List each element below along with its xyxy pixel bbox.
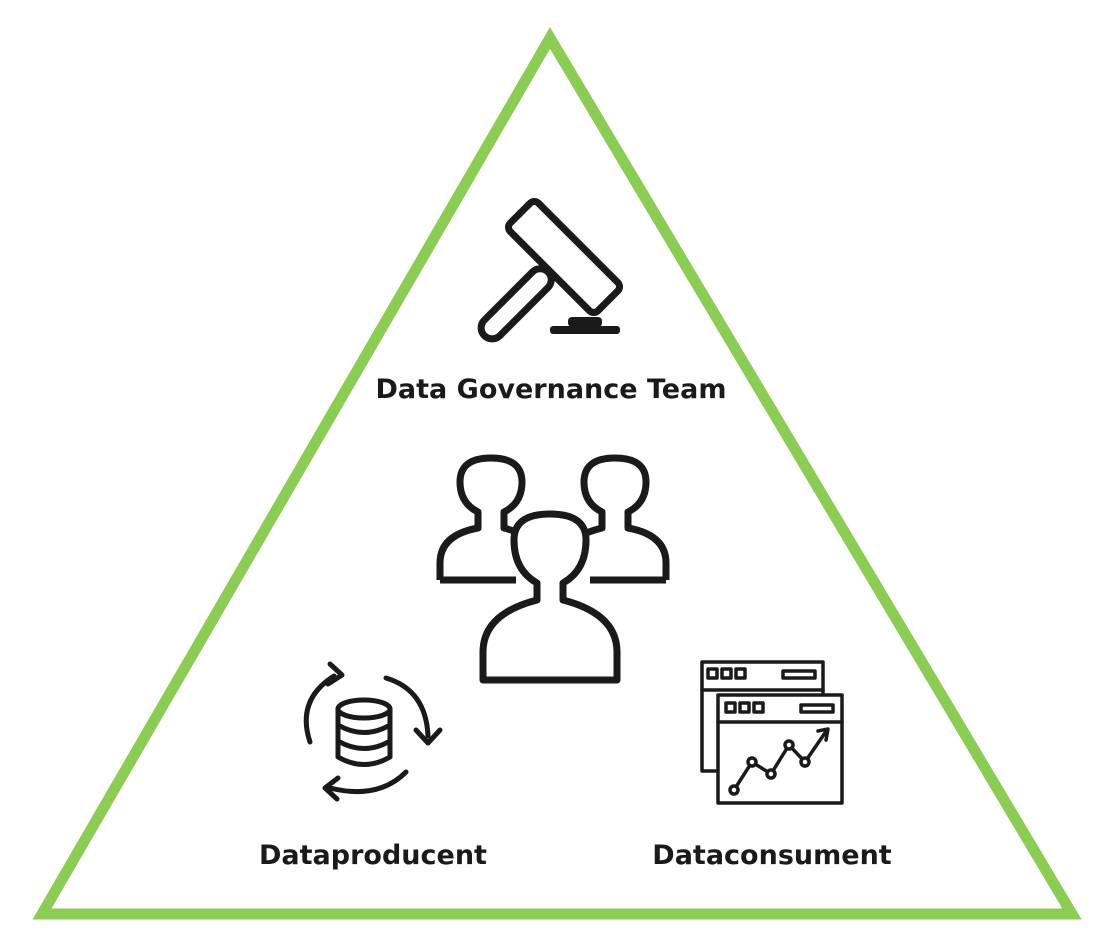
database-sync-icon: [303, 661, 443, 802]
triangle-outline: [32, 27, 1082, 920]
people-group-icon: [436, 454, 670, 684]
gavel-icon: [477, 198, 623, 343]
dashboard-chart-icon: [700, 660, 844, 805]
dataproducent-label: Dataproducent: [259, 840, 487, 871]
governance-team-label: Data Governance Team: [376, 374, 727, 405]
dataconsument-label: Dataconsument: [652, 840, 891, 871]
